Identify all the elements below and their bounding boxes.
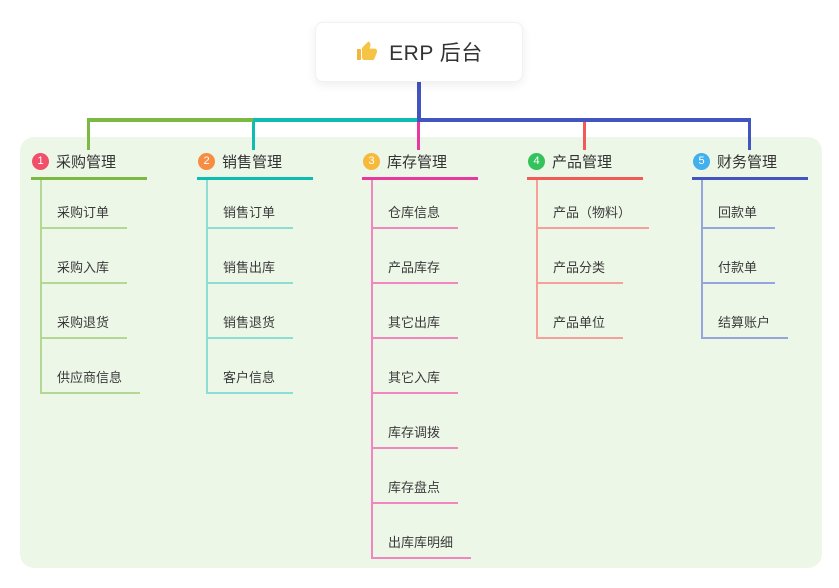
child-topic[interactable]: 销售订单 — [208, 202, 294, 229]
mindmap-panel — [20, 137, 822, 568]
branch-number-badge: 3 — [363, 153, 380, 170]
child-topic-row: 结算账户 — [703, 284, 789, 339]
child-topic-row: 销售退货 — [208, 284, 294, 339]
child-topic[interactable]: 销售出库 — [208, 257, 294, 284]
child-topic-row: 回款单 — [703, 180, 788, 229]
child-topic-row: 其它出库 — [373, 284, 471, 339]
child-topic[interactable]: 产品（物料） — [538, 202, 650, 229]
child-topic[interactable]: 产品库存 — [373, 257, 459, 284]
child-topic[interactable]: 销售退货 — [208, 312, 294, 339]
child-topic[interactable]: 供应商信息 — [42, 367, 141, 394]
child-topic[interactable]: 仓库信息 — [373, 202, 459, 229]
child-topic[interactable]: 回款单 — [703, 202, 776, 229]
branch-number-badge: 2 — [198, 153, 215, 170]
child-topic[interactable]: 产品单位 — [538, 312, 624, 339]
branch-label: 财务管理 — [717, 154, 778, 171]
child-topic[interactable]: 客户信息 — [208, 367, 294, 394]
child-topic[interactable]: 其它出库 — [373, 312, 459, 339]
child-topic[interactable]: 采购退货 — [42, 312, 128, 339]
child-topic[interactable]: 出库库明细 — [373, 532, 472, 559]
child-topic-row: 采购订单 — [42, 180, 140, 229]
connector-drop-finance — [748, 118, 751, 150]
child-topic-row: 供应商信息 — [42, 339, 141, 394]
child-topic-row: 产品分类 — [538, 229, 649, 284]
branch-children-inventory: 仓库信息 产品库存 其它出库 其它入库 库存调拨 库存盘点 出库库明细 — [371, 180, 472, 559]
child-topic-row: 其它入库 — [373, 339, 471, 394]
child-topic-row: 采购退货 — [42, 284, 140, 339]
child-topic[interactable]: 产品分类 — [538, 257, 624, 284]
branch-children-finance: 回款单 付款单 结算账户 — [701, 180, 789, 339]
root-topic-erp-backend[interactable]: ERP 后台 — [315, 22, 523, 82]
child-topic-row: 销售订单 — [208, 180, 294, 229]
connector-root-vertical — [417, 82, 421, 122]
child-topic[interactable]: 库存调拨 — [373, 422, 459, 449]
child-topic-row: 客户信息 — [208, 339, 294, 394]
branch-topic-purchase[interactable]: 1 采购管理 — [31, 146, 147, 180]
branch-label: 采购管理 — [56, 154, 117, 171]
branch-topic-finance[interactable]: 5 财务管理 — [692, 146, 808, 180]
child-topic-row: 产品单位 — [538, 284, 649, 339]
child-topic[interactable]: 其它入库 — [373, 367, 459, 394]
child-topic-row: 产品库存 — [373, 229, 471, 284]
child-topic[interactable]: 付款单 — [703, 257, 776, 284]
child-topic[interactable]: 库存盘点 — [373, 477, 459, 504]
child-topic[interactable]: 结算账户 — [703, 312, 789, 339]
branch-number-badge: 4 — [528, 153, 545, 170]
child-topic-row: 库存调拨 — [373, 394, 471, 449]
thumbs-up-icon — [355, 40, 379, 64]
connector-drop-inventory — [417, 118, 420, 150]
root-topic-title: ERP 后台 — [389, 42, 483, 65]
branch-children-product: 产品（物料） 产品分类 产品单位 — [536, 180, 650, 339]
branch-topic-inventory[interactable]: 3 库存管理 — [362, 146, 478, 180]
branch-topic-product[interactable]: 4 产品管理 — [527, 146, 643, 180]
branch-children-purchase: 采购订单 采购入库 采购退货 供应商信息 — [40, 180, 141, 394]
child-topic-row: 库存盘点 — [373, 449, 471, 504]
child-topic-row: 采购入库 — [42, 229, 140, 284]
branch-topic-sales[interactable]: 2 销售管理 — [197, 146, 313, 180]
child-topic-row: 付款单 — [703, 229, 788, 284]
child-topic[interactable]: 采购订单 — [42, 202, 128, 229]
child-topic-row: 销售出库 — [208, 229, 294, 284]
connector-bus-left — [87, 118, 255, 122]
connector-bus-middle — [253, 118, 419, 122]
child-topic[interactable]: 采购入库 — [42, 257, 128, 284]
child-topic-row: 仓库信息 — [373, 180, 471, 229]
branch-number-badge: 1 — [32, 153, 49, 170]
branch-number-badge: 5 — [693, 153, 710, 170]
branch-children-sales: 销售订单 销售出库 销售退货 客户信息 — [206, 180, 294, 394]
branch-label: 库存管理 — [387, 154, 448, 171]
connector-drop-product — [583, 118, 586, 150]
connector-bus-right — [417, 118, 751, 122]
branch-label: 销售管理 — [222, 154, 283, 171]
child-topic-row: 产品（物料） — [538, 180, 650, 229]
connector-drop-purchase — [87, 118, 90, 150]
connector-drop-sales — [252, 118, 255, 150]
child-topic-row: 出库库明细 — [373, 504, 472, 559]
branch-label: 产品管理 — [552, 154, 613, 171]
